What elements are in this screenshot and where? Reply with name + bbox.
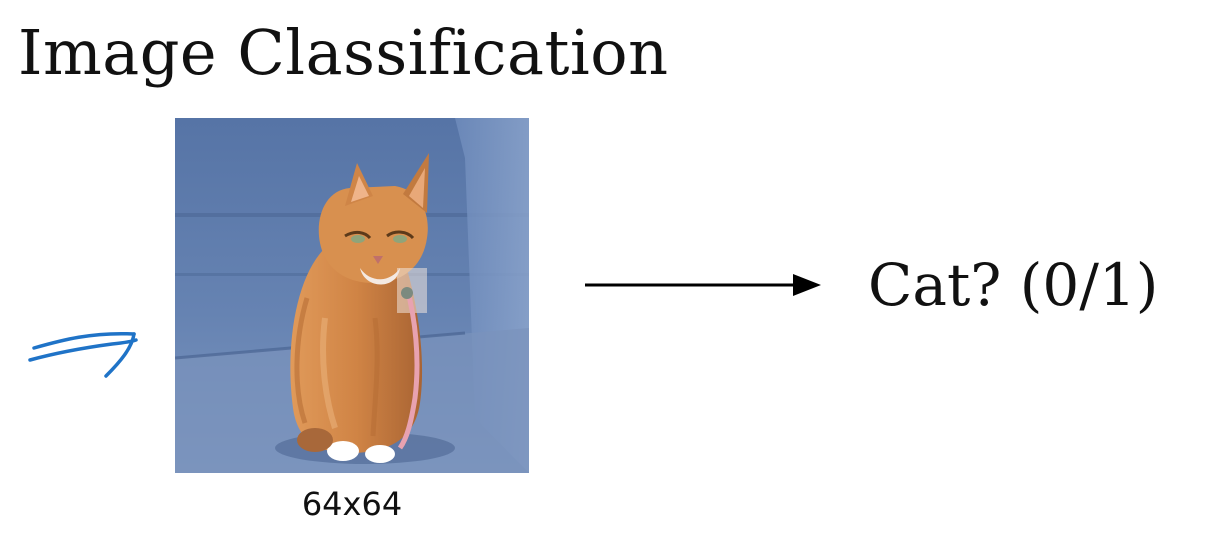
cat-image bbox=[175, 118, 529, 473]
slide-title: Image Classification bbox=[18, 16, 669, 89]
handwritten-arrow-icon bbox=[28, 331, 138, 378]
output-label: Cat? (0/1) bbox=[868, 251, 1159, 319]
image-size-caption: 64x64 bbox=[301, 485, 403, 523]
right-arrow-icon bbox=[585, 274, 821, 296]
cat-photo-icon bbox=[175, 118, 529, 473]
